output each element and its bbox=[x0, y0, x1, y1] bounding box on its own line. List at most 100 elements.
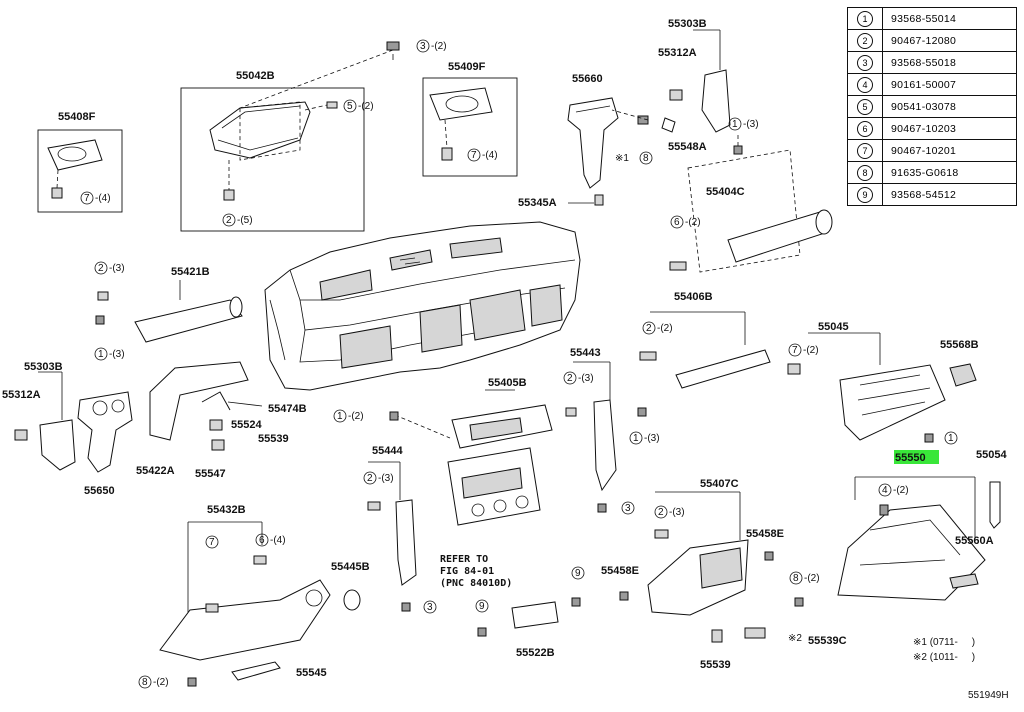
qty-1-a: 1 bbox=[948, 433, 954, 444]
group-55404C bbox=[669, 149, 833, 273]
qty-1-3a: -(3) bbox=[743, 119, 759, 130]
qty-5-2: -(2) bbox=[358, 101, 374, 112]
svg-text:2: 2 bbox=[98, 263, 104, 274]
svg-text:3: 3 bbox=[420, 41, 426, 52]
qty-7-4b: -(4) bbox=[482, 150, 498, 161]
group-55422A bbox=[149, 361, 263, 451]
label-55045: 55045 bbox=[818, 321, 849, 333]
qty-8-2a: -(2) bbox=[153, 677, 169, 688]
legend-number: 5 bbox=[847, 95, 883, 118]
qty-9-a: 9 bbox=[575, 568, 581, 579]
label-55458E-b: 55458E bbox=[601, 565, 639, 577]
refer-note-line-1: REFER TO bbox=[440, 554, 488, 565]
legend-part-number[interactable]: 93568-54512 bbox=[882, 183, 1017, 206]
qty-3-b: 3 bbox=[427, 602, 433, 613]
label-55312A-left: 55312A bbox=[2, 389, 41, 401]
part-55545 bbox=[231, 661, 281, 681]
legend-number: 6 bbox=[847, 117, 883, 140]
label-55409F: 55409F bbox=[448, 61, 486, 73]
svg-text:8: 8 bbox=[793, 573, 799, 584]
legend-part-number[interactable]: 93568-55014 bbox=[882, 7, 1017, 30]
label-55568B: 55568B bbox=[940, 339, 979, 351]
group-55660 bbox=[567, 97, 676, 206]
legend-row: 4 90161-50007 bbox=[847, 73, 1017, 96]
label-55303B-left: 55303B bbox=[24, 361, 63, 373]
part-55522B bbox=[511, 601, 559, 629]
legend-number-circle: 9 bbox=[857, 186, 873, 203]
qty-1-2: -(2) bbox=[348, 411, 364, 422]
label-55522B: 55522B bbox=[516, 647, 555, 659]
qty-2-3d: -(3) bbox=[669, 507, 685, 518]
group-55444 bbox=[367, 461, 417, 612]
legend-row: 6 90467-10203 bbox=[847, 117, 1017, 140]
footnote-1: ※1 (0711- ) bbox=[913, 637, 975, 648]
label-55650: 55650 bbox=[84, 485, 115, 497]
label-55444: 55444 bbox=[372, 445, 403, 457]
legend-part-number[interactable]: 90467-10201 bbox=[882, 139, 1017, 162]
instrument-panel-illustration bbox=[264, 221, 581, 391]
svg-text:2: 2 bbox=[367, 473, 373, 484]
group-55550 bbox=[837, 450, 986, 601]
qty-2-3b: -(3) bbox=[578, 373, 594, 384]
legend-number-circle: 4 bbox=[857, 76, 873, 93]
legend-row: 8 91635-G0618 bbox=[847, 161, 1017, 184]
label-55421B: 55421B bbox=[171, 266, 210, 278]
legend-number-circle: 3 bbox=[857, 54, 873, 71]
svg-text:7: 7 bbox=[209, 537, 215, 548]
legend-number: 7 bbox=[847, 139, 883, 162]
label-55550[interactable]: 55550 bbox=[895, 452, 926, 464]
qty-4-2: -(2) bbox=[893, 485, 909, 496]
legend-number-circle: 8 bbox=[857, 164, 873, 181]
qty-7-2a: -(2) bbox=[803, 345, 819, 356]
label-55660: 55660 bbox=[572, 73, 603, 85]
svg-text:2: 2 bbox=[567, 373, 573, 384]
group-55443 bbox=[565, 361, 617, 513]
legend-part-number[interactable]: 93568-55018 bbox=[882, 51, 1017, 74]
legend-part-number[interactable]: 90467-12080 bbox=[882, 29, 1017, 52]
part-55445B bbox=[343, 589, 361, 611]
svg-text:1: 1 bbox=[732, 119, 738, 130]
legend-row: 3 93568-55018 bbox=[847, 51, 1017, 74]
legend-number: 9 bbox=[847, 183, 883, 206]
callouts: 3 -(2) 5 -(2) 7 -(4) 7 -(4) 2 -(5) 1 -(3… bbox=[80, 39, 958, 689]
label-55443: 55443 bbox=[570, 347, 601, 359]
legend-part-number[interactable]: 90467-10203 bbox=[882, 117, 1017, 140]
group-55303B-left bbox=[14, 371, 76, 471]
svg-text:1: 1 bbox=[337, 411, 343, 422]
svg-text:2: 2 bbox=[658, 507, 664, 518]
label-55407C: 55407C bbox=[700, 478, 739, 490]
qty-6-2a: -(2) bbox=[685, 217, 701, 228]
label-55312A-top: 55312A bbox=[658, 47, 697, 59]
group-55407C bbox=[619, 491, 804, 643]
qty-1-3b: -(3) bbox=[109, 349, 125, 360]
legend-part-number[interactable]: 90541-03078 bbox=[882, 95, 1017, 118]
svg-text:2: 2 bbox=[646, 323, 652, 334]
legend-part-number[interactable]: 91635-G0618 bbox=[882, 161, 1017, 184]
svg-text:7: 7 bbox=[471, 150, 477, 161]
label-55539-bot: 55539 bbox=[700, 659, 731, 671]
highlight-55550 bbox=[894, 450, 939, 464]
marker-1: ※1 bbox=[615, 153, 629, 164]
group-55045 bbox=[787, 332, 946, 443]
legend-row: 5 90541-03078 bbox=[847, 95, 1017, 118]
legend-number: 8 bbox=[847, 161, 883, 184]
group-55303B-top bbox=[669, 29, 743, 155]
refer-note-line-2: FIG 84-01 bbox=[440, 566, 494, 577]
qty-6-4: -(4) bbox=[270, 535, 286, 546]
label-55560A: 55560A bbox=[955, 535, 994, 547]
legend-row: 9 93568-54512 bbox=[847, 183, 1017, 206]
legend-number: 4 bbox=[847, 73, 883, 96]
legend-number-circle: 7 bbox=[857, 142, 873, 159]
qty-3-2: -(2) bbox=[431, 41, 447, 52]
qty-8-2b: -(2) bbox=[804, 573, 820, 584]
label-55405B: 55405B bbox=[488, 377, 527, 389]
legend-number-circle: 6 bbox=[857, 120, 873, 137]
group-55421B bbox=[95, 280, 243, 343]
svg-text:4: 4 bbox=[882, 485, 888, 496]
label-55406B: 55406B bbox=[674, 291, 713, 303]
legend-part-number[interactable]: 90161-50007 bbox=[882, 73, 1017, 96]
legend-number-circle: 5 bbox=[857, 98, 873, 115]
